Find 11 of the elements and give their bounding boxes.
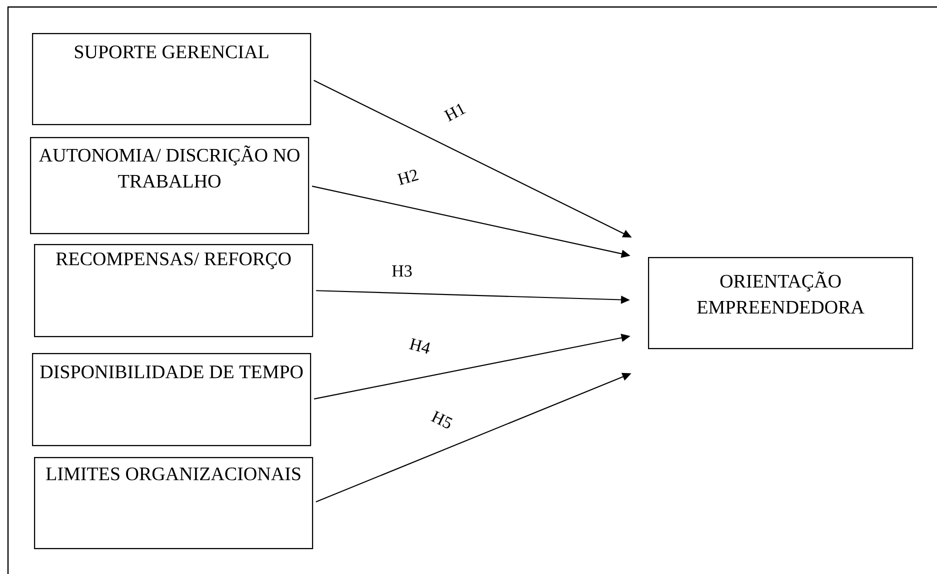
concept-box: AUTONOMIA/ DISCRIÇÃO NO TRABALHO [30,137,310,234]
edge-label: H5 [428,409,456,431]
concept-box: LIMITES ORGANIZACIONAIS [34,457,314,550]
concept-box: SUPORTE GERENCIAL [32,33,312,126]
concept-box: ORIENTAÇÃO EMPREENDEDORA [648,257,914,350]
edge-label: H3 [390,264,414,278]
edge-label: H2 [395,167,421,186]
edge-label: H1 [442,100,468,124]
concept-box: RECOMPENSAS/ REFORÇO [34,244,314,338]
concept-box: DISPONIBILIDADE DE TEMPO [32,353,312,446]
edge-label: H4 [407,336,433,356]
